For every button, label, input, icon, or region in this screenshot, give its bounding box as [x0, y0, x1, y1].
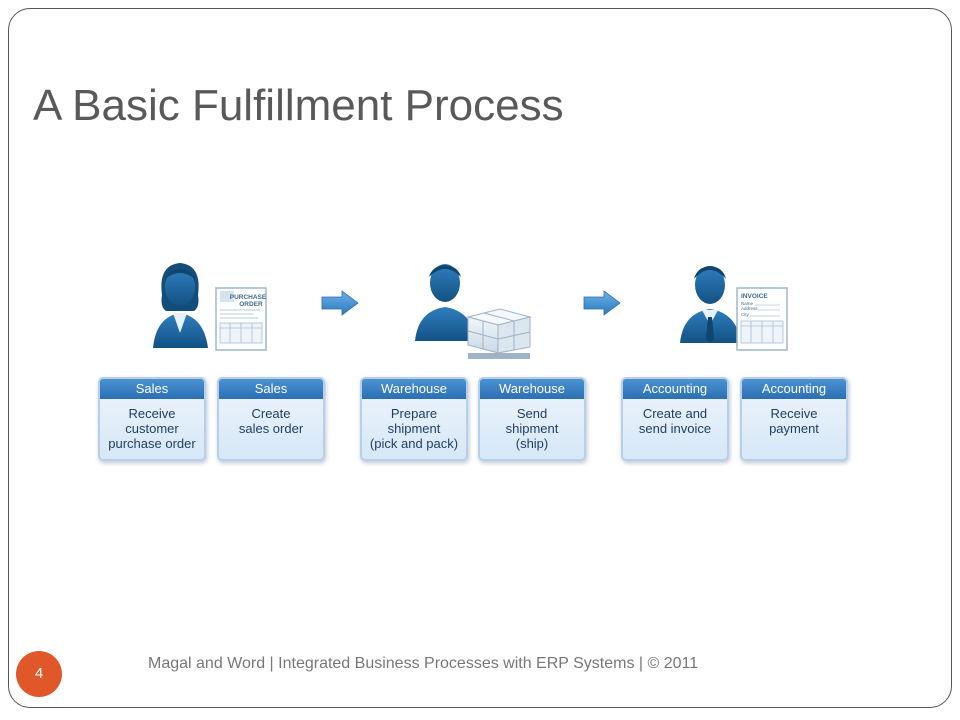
step-create-sales-order: Sales Create sales order: [217, 377, 325, 461]
purchase-order-title-line1: PURCHASE: [230, 294, 267, 301]
fulfillment-process-diagram: PURCHASE ORDER: [90, 255, 860, 470]
shipment-boxes-icon: [466, 308, 532, 359]
page-number-badge: 4: [16, 651, 62, 697]
step-department-label: Sales: [219, 379, 323, 399]
invoice-title: INVOICE: [741, 293, 768, 300]
step-department-label: Accounting: [623, 379, 727, 399]
step-prepare-shipment: Warehouse Prepare shipment (pick and pac…: [360, 377, 468, 461]
sales-person-icon: [153, 263, 208, 348]
invoice-address-label: Address: [741, 306, 758, 311]
accounting-person-icon: [680, 266, 741, 343]
step-department-label: Warehouse: [480, 379, 584, 399]
step-description: Prepare shipment (pick and pack): [369, 406, 459, 451]
step-description: Receive customer purchase order: [108, 406, 196, 451]
slide-title: A Basic Fulfillment Process: [33, 81, 564, 130]
step-create-send-invoice: Accounting Create and send invoice: [621, 377, 729, 461]
purchase-order-document-icon: PURCHASE ORDER: [215, 287, 267, 351]
warehouse-person-icon: [415, 264, 476, 341]
step-send-shipment: Warehouse Send shipment (ship): [478, 377, 586, 461]
invoice-city-label: City: [741, 312, 749, 317]
slide-footer: Magal and Word | Integrated Business Pro…: [148, 655, 699, 672]
step-description: Send shipment (ship): [505, 406, 559, 451]
step-description: Receive payment: [769, 406, 819, 436]
purchase-order-title-line2: ORDER: [239, 301, 263, 308]
step-description: Create and send invoice: [638, 406, 712, 436]
invoice-document-icon: INVOICE Name Address City: [736, 287, 788, 351]
step-receive-payment: Accounting Receive payment: [740, 377, 848, 461]
step-receive-purchase-order: Sales Receive customer purchase order: [98, 377, 206, 461]
step-department-label: Sales: [100, 379, 204, 399]
step-department-label: Accounting: [742, 379, 846, 399]
step-department-label: Warehouse: [362, 379, 466, 399]
flow-arrow-1-icon: [321, 290, 359, 316]
step-description: Create sales order: [238, 406, 304, 436]
invoice-name-label: Name: [741, 301, 754, 306]
flow-arrow-2-icon: [583, 290, 621, 316]
